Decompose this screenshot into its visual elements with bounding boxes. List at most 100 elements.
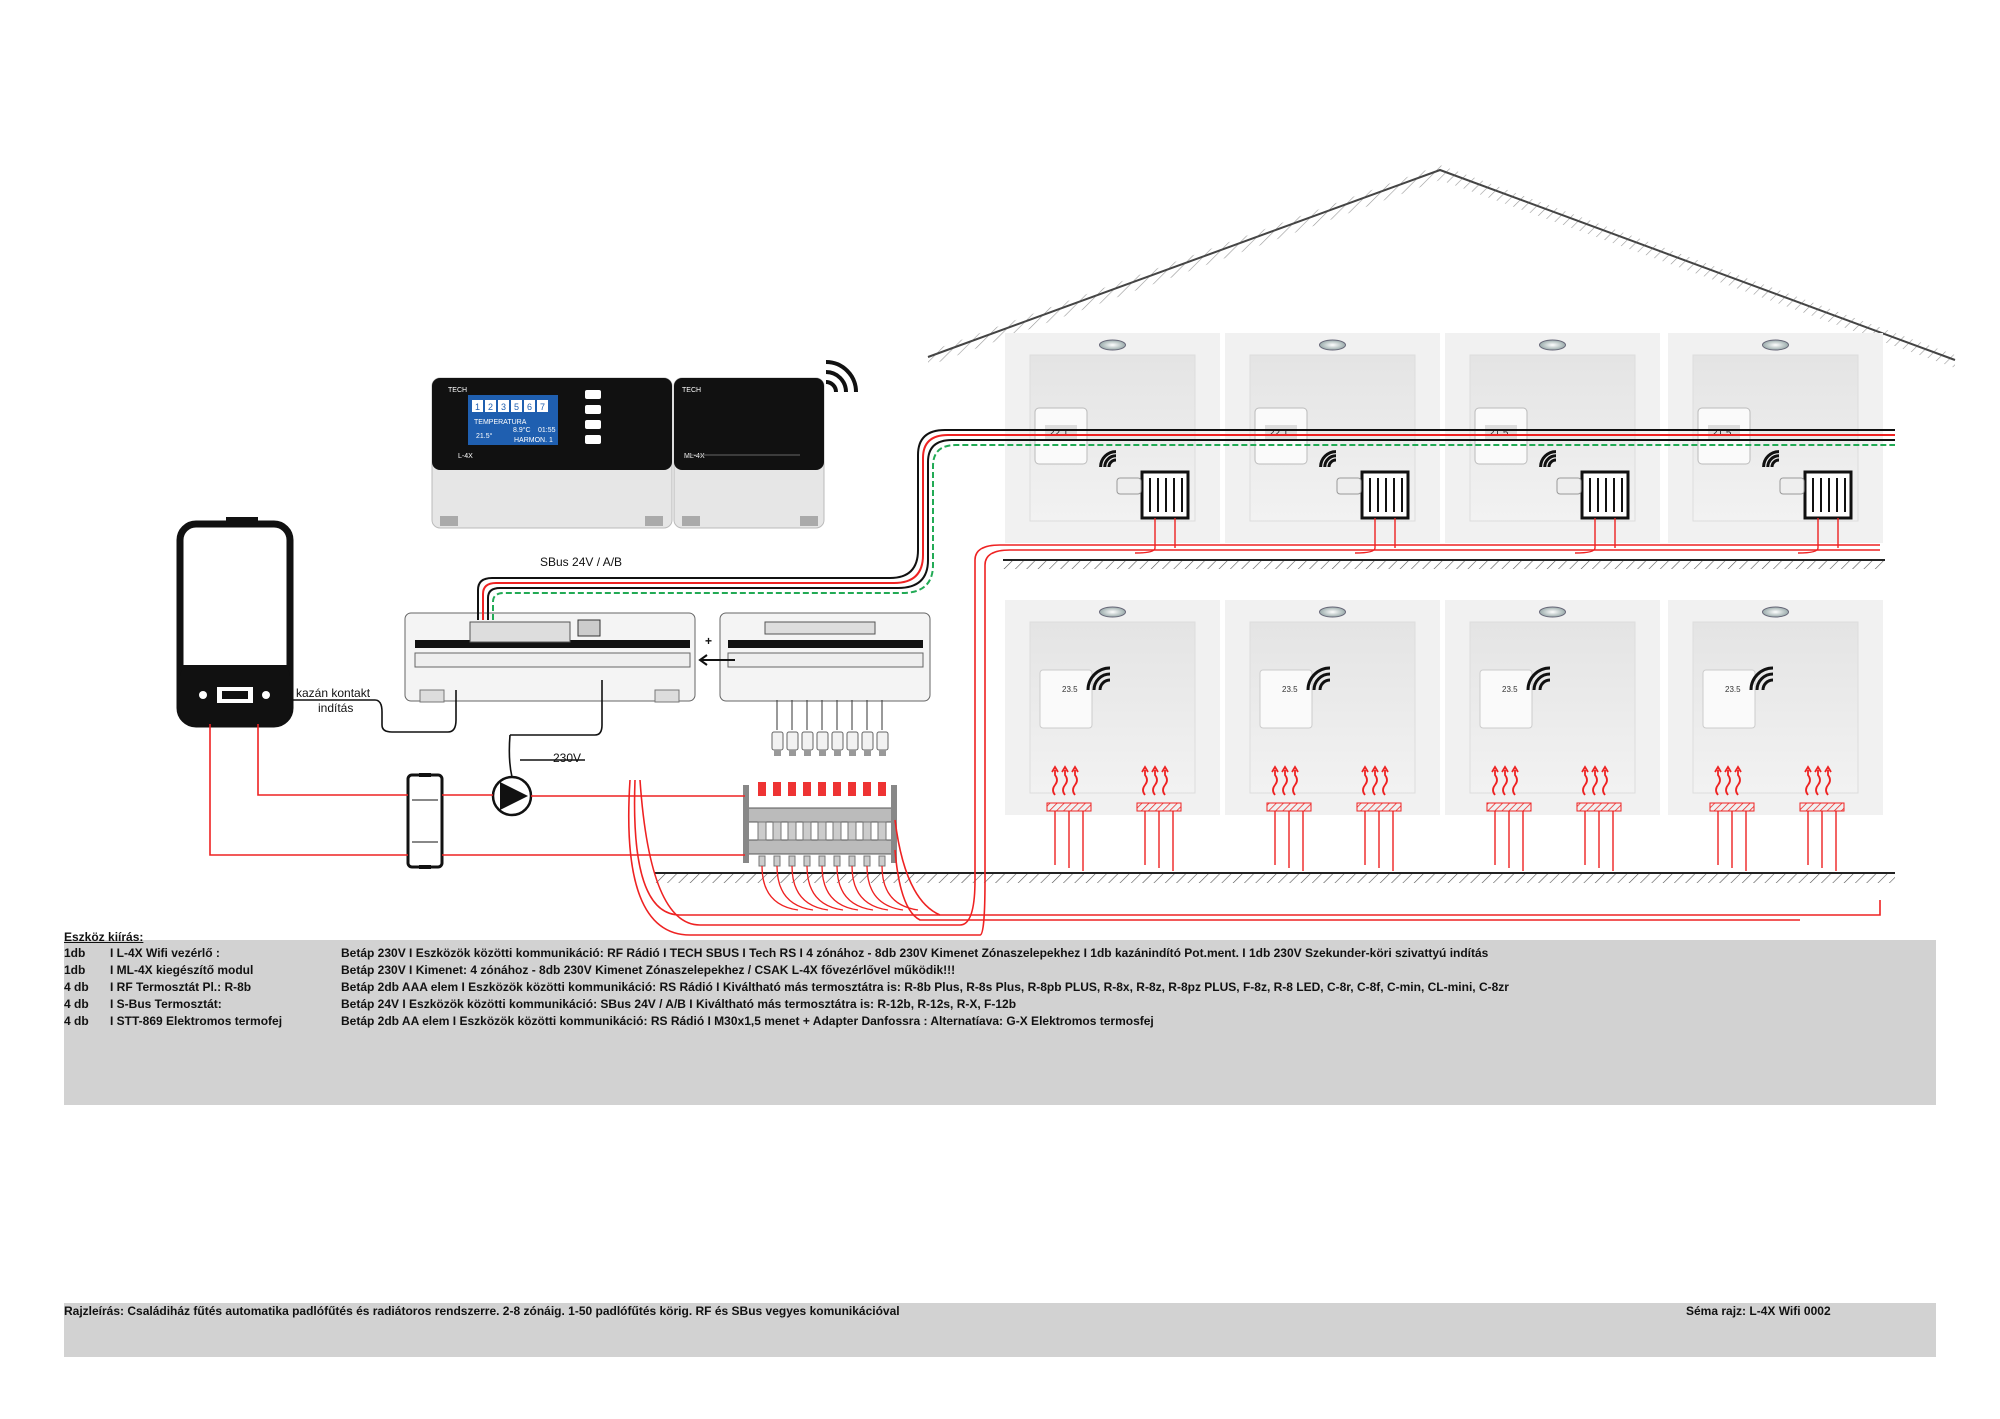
heat-icon	[1061, 765, 1069, 796]
floor-heating-loop	[1356, 802, 1402, 812]
wifi-icon	[1543, 454, 1557, 468]
module-to-controller-arrow	[698, 654, 735, 666]
manifold-valve	[817, 821, 827, 841]
floor-loop-pipe	[1054, 811, 1084, 871]
heat-icon	[1814, 765, 1822, 796]
floor-heating-loop	[1576, 802, 1622, 812]
equipment-desc: Betáp 24V I Eszközök közötti kommunikáci…	[341, 997, 1017, 1011]
rf-thermostat-value: 23.5	[1282, 685, 1298, 694]
house-roof	[927, 165, 1956, 368]
boiler-contact-label: kazán kontakt	[296, 686, 371, 700]
floor-loop-pipe	[791, 865, 829, 911]
control-cables	[290, 680, 603, 778]
controller-terminal-board	[404, 612, 696, 703]
manifold-outlet	[833, 855, 841, 867]
equipment-qty: 1db	[64, 963, 86, 977]
manifold-valve	[862, 821, 872, 841]
heat-icon	[1161, 765, 1169, 796]
equipment-qty: 4 db	[64, 997, 89, 1011]
valve-actuator	[771, 731, 784, 751]
rf-thermostat-value: 23.5	[1725, 685, 1741, 694]
equipment-desc: Betáp 230V I Eszközök közötti kommunikác…	[341, 946, 1489, 960]
sbus-label: SBus 24V / A/B	[540, 555, 622, 569]
controller-brand: TECH	[448, 387, 467, 394]
manifold-valve	[757, 821, 767, 841]
heat-icon	[1381, 765, 1389, 796]
floor-heating-loop	[1709, 802, 1755, 812]
equipment-name: I STT-869 Elektromos termofej	[110, 1014, 283, 1028]
wifi-icon	[1319, 450, 1337, 468]
equipment-qty: 1db	[64, 946, 86, 960]
manifold-outlet	[773, 855, 781, 867]
valve-actuator	[831, 731, 844, 751]
floor-loop-pipe	[1364, 811, 1394, 871]
lcd-temp: 21.5°	[476, 432, 493, 440]
actuator-base	[849, 750, 856, 756]
lcd-zone-number: 5	[514, 402, 519, 412]
floor-loop-pipe	[1584, 811, 1614, 871]
rf-thermostat	[1259, 669, 1313, 729]
controller-model: L-4X	[458, 453, 473, 460]
lcd-zone-number: 6	[527, 402, 532, 412]
lcd-zone-box	[498, 400, 509, 412]
heat-icon	[1601, 765, 1609, 796]
lcd-zone-box	[524, 400, 535, 412]
thermo-head	[1779, 477, 1805, 495]
valve-actuator	[846, 731, 859, 751]
module-brand: TECH	[682, 387, 701, 394]
floor-loop-pipe	[836, 865, 874, 911]
heat-icon	[1714, 765, 1722, 796]
valve-actuator	[861, 731, 874, 751]
ceiling-lamp	[1099, 606, 1126, 618]
heat-icon	[1501, 765, 1509, 796]
room-back-wall	[1249, 621, 1416, 794]
module-model: ML-4X	[684, 453, 705, 460]
manifold-flow-meter	[773, 782, 781, 796]
manifold-valve	[847, 821, 857, 841]
lcd-zone-box	[472, 400, 483, 412]
heat-icon	[1291, 765, 1299, 796]
manifold-valve	[802, 821, 812, 841]
manifold-flow-meter	[788, 782, 796, 796]
room-back-wall	[1469, 621, 1636, 794]
lcd-zone-number: 3	[501, 402, 506, 412]
floor-heating-loop	[1136, 802, 1182, 812]
hydraulic-separator	[406, 773, 444, 869]
wifi-icon	[1323, 454, 1337, 468]
footer-panel	[64, 1303, 1936, 1357]
equipment-desc: Betáp 2db AAA elem I Eszközök közötti ko…	[341, 980, 1509, 994]
sbus-cable-bundle	[477, 429, 1895, 620]
ground-floor-slab	[655, 872, 1895, 883]
floor-heating-loop	[1799, 802, 1845, 812]
heat-icon	[1734, 765, 1742, 796]
actuator-base	[834, 750, 841, 756]
floor-loop-pipe	[1807, 811, 1837, 871]
heat-icon	[1581, 765, 1589, 796]
ceiling-lamp	[1762, 339, 1789, 351]
wifi-icon	[1539, 450, 1557, 468]
floor-loop-pipe	[1274, 811, 1304, 871]
manifold-valves	[757, 782, 919, 911]
ceiling-lamp	[1762, 606, 1789, 618]
floor-loop-pipe	[806, 865, 844, 911]
lcd-outdoor: 8.9°C	[513, 426, 531, 434]
ceiling-lamp	[1099, 339, 1126, 351]
floor-loop-pipe	[1494, 811, 1524, 871]
equipment-qty: 4 db	[64, 1014, 89, 1028]
valve-actuator	[876, 731, 889, 751]
rf-thermostat-value: 23.5	[1502, 685, 1518, 694]
heating-pipes	[209, 544, 1881, 936]
rf-thermostat	[1702, 669, 1756, 729]
floor-loop-pipe	[761, 865, 799, 911]
radiator-pipe	[1134, 518, 1156, 554]
module-terminal-board	[719, 612, 931, 702]
manifold-outlet	[758, 855, 766, 867]
floor-heating-loop	[1486, 802, 1532, 812]
heat-icon	[1151, 765, 1159, 796]
wifi-icon	[1103, 454, 1117, 468]
actuator-base	[789, 750, 796, 756]
heat-icon	[1281, 765, 1289, 796]
